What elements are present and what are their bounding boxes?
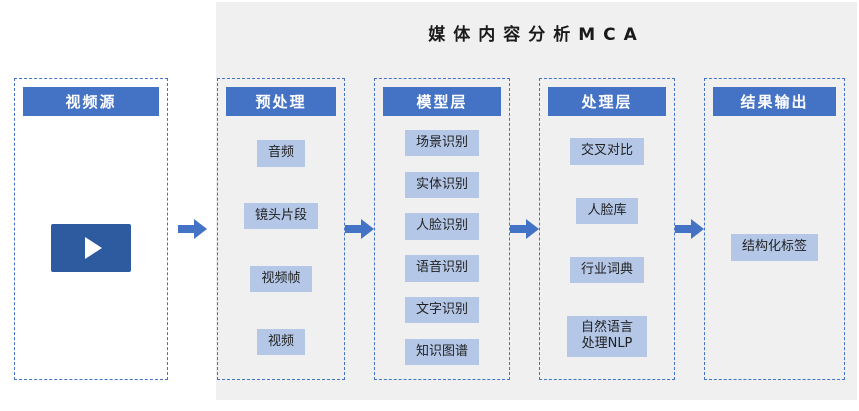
item-face-recognition: 人脸识别	[404, 213, 479, 240]
processing-layer-items: 交叉对比 人脸库 行业词典 自然语言处理NLP	[540, 116, 674, 379]
video-source-body	[15, 116, 167, 379]
item-cross-comparison: 交叉对比	[569, 138, 644, 165]
background-panel	[216, 2, 857, 400]
item-face-database: 人脸库	[576, 197, 638, 224]
result-output-items: 结构化标签	[705, 116, 844, 379]
item-entity-recognition: 实体识别	[404, 171, 479, 198]
item-video: 视频	[256, 328, 305, 355]
column-header-model-layer: 模型层	[383, 87, 501, 116]
column-header-result-output: 结果输出	[713, 87, 836, 116]
column-video-source: 视频源	[14, 78, 168, 380]
column-header-processing-layer: 处理层	[548, 87, 666, 116]
column-header-video-source: 视频源	[23, 87, 159, 116]
column-header-preprocessing: 预处理	[226, 87, 336, 116]
item-speech-recognition: 语音识别	[404, 255, 479, 282]
play-icon	[51, 223, 131, 272]
item-text-recognition: 文字识别	[404, 297, 479, 324]
item-video-frames: 视频帧	[250, 265, 312, 292]
item-nlp: 自然语言处理NLP	[567, 316, 647, 357]
arrow-right-icon	[178, 219, 207, 239]
arrow-right-icon	[675, 219, 704, 239]
column-preprocessing: 预处理 音频 镜头片段 视频帧 视频	[217, 78, 345, 380]
diagram-title: 媒体内容分析MCA	[428, 25, 645, 45]
preprocessing-items: 音频 镜头片段 视频帧 视频	[218, 116, 344, 379]
column-processing-layer: 处理层 交叉对比 人脸库 行业词典 自然语言处理NLP	[539, 78, 675, 380]
column-result-output: 结果输出 结构化标签	[704, 78, 845, 380]
flow-container: 视频源 预处理 音频 镜头片段 视频帧 视频	[14, 78, 845, 380]
arrow-right-icon	[510, 219, 539, 239]
item-scene-recognition: 场景识别	[404, 129, 479, 157]
model-layer-items: 场景识别 实体识别 人脸识别 语音识别 文字识别 知识图谱	[375, 116, 509, 379]
item-knowledge-graph: 知识图谱	[404, 338, 479, 366]
item-shot-segments: 镜头片段	[243, 203, 318, 230]
item-industry-dictionary: 行业词典	[569, 256, 644, 284]
item-structured-tags: 结构化标签	[730, 234, 818, 261]
column-model-layer: 模型层 场景识别 实体识别 人脸识别 语音识别 文字识别 知识图谱	[374, 78, 510, 380]
item-audio: 音频	[256, 140, 305, 167]
play-triangle-icon	[84, 236, 102, 259]
arrow-right-icon	[345, 219, 374, 239]
